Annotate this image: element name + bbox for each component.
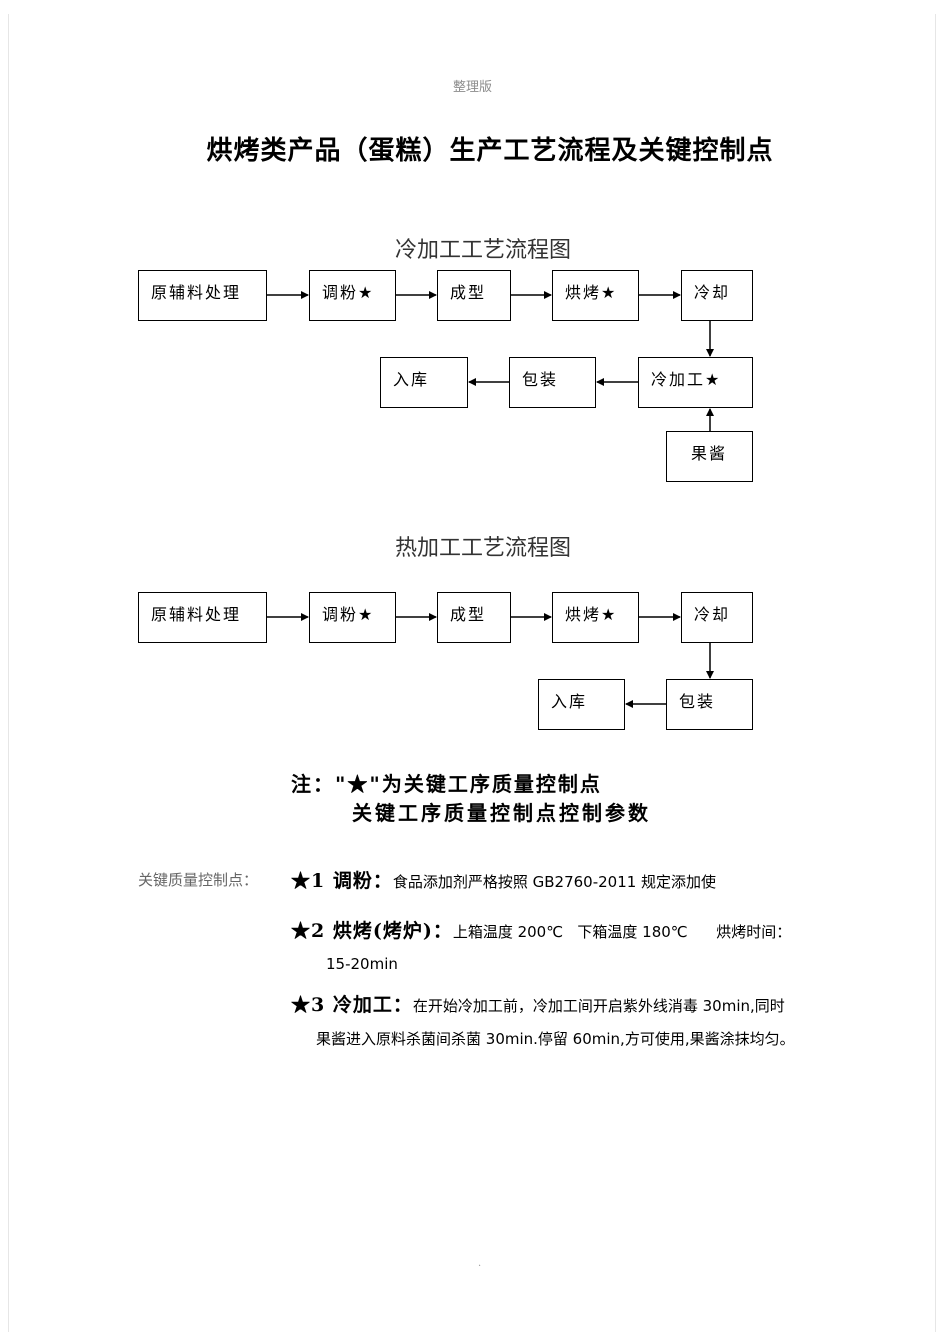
key-point-note: 注："★"为关键工序质量控制点 — [291, 772, 602, 796]
cold-flow-title: 冷加工工艺流程图 — [394, 238, 571, 263]
cold-step-raw-material: 原辅料处理 — [138, 270, 267, 321]
cold-step-baking: 烘烤★ — [552, 270, 639, 321]
cold-step-jam: 果酱 — [666, 431, 753, 482]
hot-step-cooling: 冷却 — [681, 592, 753, 643]
ccp-item-3-continuation: 果酱进入原料杀菌间杀菌 30min.停留 60min,方可使用,果酱涂抹均匀。 — [316, 1030, 795, 1048]
hot-step-forming: 成型 — [437, 592, 511, 643]
cold-step-storage: 入库 — [380, 357, 468, 408]
ccp-item-1-text: 食品添加剂严格按照 GB2760-2011 规定添加使 — [392, 873, 717, 891]
hot-step-mixing: 调粉★ — [309, 592, 396, 643]
cold-step-mixing: 调粉★ — [309, 270, 396, 321]
document-title: 烘烤类产品（蛋糕）生产工艺流程及关键控制点 — [206, 136, 774, 166]
ccp-item-1-head: ★1 调粉： — [291, 870, 393, 892]
cold-step-cooling: 冷却 — [681, 270, 753, 321]
ccp-item-3-text: 在开始冷加工前，冷加工间开启紫外线消毒 30min,同时 — [412, 997, 785, 1015]
ccp-item-1: ★1 调粉：食品添加剂严格按照 GB2760-2011 规定添加使 — [291, 866, 716, 893]
page-header: 整理版 — [452, 80, 492, 95]
cold-step-cold-processing: 冷加工★ — [638, 357, 753, 408]
hot-step-storage: 入库 — [538, 679, 625, 730]
hot-flow-title: 热加工工艺流程图 — [394, 536, 571, 561]
ccp-item-2-head: ★2 烘烤(烤炉)： — [291, 920, 453, 942]
hot-step-packaging: 包装 — [666, 679, 753, 730]
cold-step-packaging: 包装 — [509, 357, 596, 408]
hot-step-baking: 烘烤★ — [552, 592, 639, 643]
ccp-item-2: ★2 烘烤(烤炉)：上箱温度 200℃ 下箱温度 180℃ 烘烤时间： — [291, 916, 791, 943]
control-params-heading: 关键工序质量控制点控制参数 — [352, 801, 651, 825]
cold-step-forming: 成型 — [437, 270, 511, 321]
ccp-label: 关键质量控制点： — [138, 871, 259, 889]
ccp-item-3-head: ★3 冷加工： — [291, 994, 413, 1016]
ccp-item-2-text: 上箱温度 200℃ 下箱温度 180℃ 烘烤时间： — [452, 923, 792, 941]
ccp-item-3: ★3 冷加工：在开始冷加工前，冷加工间开启紫外线消毒 30min,同时 — [291, 990, 785, 1017]
page-border — [8, 14, 936, 1332]
page-footer-mark: . — [478, 1258, 482, 1269]
ccp-item-2-continuation: 15-20min — [326, 955, 398, 973]
hot-step-raw-material: 原辅料处理 — [138, 592, 267, 643]
